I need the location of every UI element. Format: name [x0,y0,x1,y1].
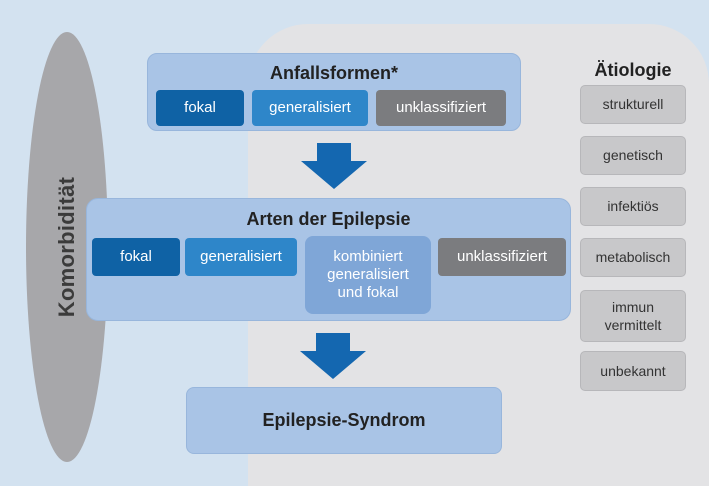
seizure-type-unklassifiziert: unklassifiziert [376,90,506,126]
epilepsy-types-title: Arten der Epilepsie [246,209,411,229]
seizure-types-box: Anfallsformen* fokal generalisiert unkla… [147,53,521,131]
etiology-item-genetisch: genetisch [580,136,686,175]
down-arrow-icon [301,143,367,189]
syndrome-box: Epilepsie-Syndrom [186,387,502,454]
epilepsy-types-box: Arten der Epilepsie fokal generalisiert … [86,198,571,321]
seizure-types-title: Anfallsformen* [269,63,399,83]
epilepsy-type-combined: kombiniert generalisiert und fokal [305,236,431,314]
etiology-item-infektios: infektiös [580,187,686,226]
epilepsy-type-fokal: fokal [92,238,180,276]
etiology-title: Ätiologie [594,60,672,80]
etiology-item-strukturell: strukturell [580,85,686,124]
down-arrow-icon [300,333,366,379]
seizure-type-generalisiert: generalisiert [252,90,368,126]
etiology-item-unbekannt: unbekannt [580,351,686,391]
etiology-item-immun-vermittelt: immun vermittelt [580,290,686,342]
seizure-type-fokal: fokal [156,90,244,126]
epilepsy-type-unklassifiziert: unklassifiziert [438,238,566,276]
etiology-item-metabolisch: metabolisch [580,238,686,277]
syndrome-title: Epilepsie-Syndrom [262,410,426,430]
comorbidity-label: Komorbidität [54,176,79,318]
epilepsy-type-generalisiert: generalisiert [185,238,297,276]
